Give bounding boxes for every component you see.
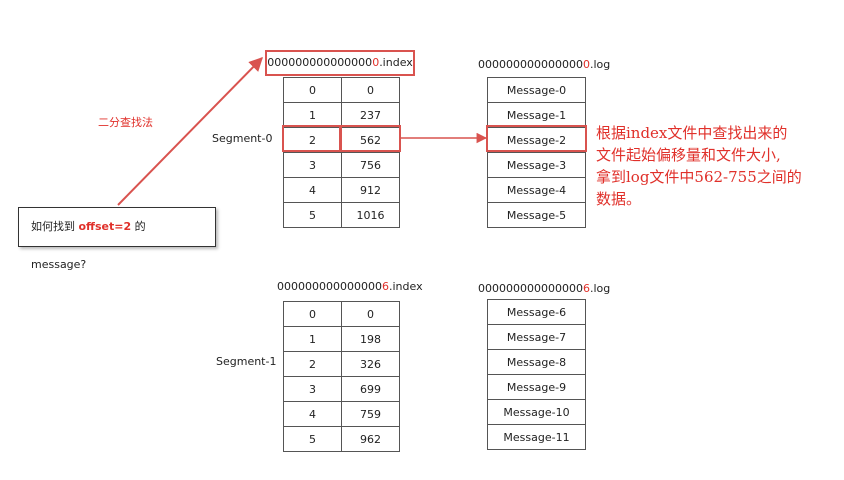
segment0-label: Segment-0 [212,132,273,145]
list-item: Message-5 [487,202,586,228]
segment0-log-header: 0000000000000000.log [478,58,611,71]
list-item: Message-0 [487,77,586,103]
segment1-label: Segment-1 [216,355,277,368]
highlight-message [486,125,587,152]
list-item: Message-8 [487,349,586,375]
binary-search-label: 二分查找法 [98,116,153,129]
highlight-index-offset [340,125,401,152]
segment0-index-header: 0000000000000000.index [265,50,415,76]
segment0-log-table: Message-0 Message-1 Message-2 Message-3 … [487,77,586,228]
list-item: Message-3 [487,152,586,178]
list-item: Message-6 [487,299,586,325]
list-item: Message-4 [487,177,586,203]
segment1-index-header: 0000000000000006.index [277,280,423,293]
question-offset: offset=2 [78,220,132,233]
segment1-log-table: Message-6 Message-7 Message-8 Message-9 … [487,299,586,450]
segment1-log-header: 0000000000000006.log [478,282,611,295]
question-box: 如何找到 offset=2 的 message? [18,207,216,271]
list-item: Message-11 [487,424,586,450]
list-item: Message-7 [487,324,586,350]
highlight-index-key [282,125,341,152]
list-item: Message-1 [487,102,586,128]
list-item: Message-10 [487,399,586,425]
list-item: Message-9 [487,374,586,400]
question-before: 如何找到 [31,220,79,233]
question-after: 的 message? [31,220,146,271]
list-item: Message-2 [487,127,586,153]
explanation-note: 根据index文件中查找出来的 文件起始偏移量和文件大小, 拿到log文件中56… [596,124,802,208]
binary-search-arrow [117,56,263,206]
